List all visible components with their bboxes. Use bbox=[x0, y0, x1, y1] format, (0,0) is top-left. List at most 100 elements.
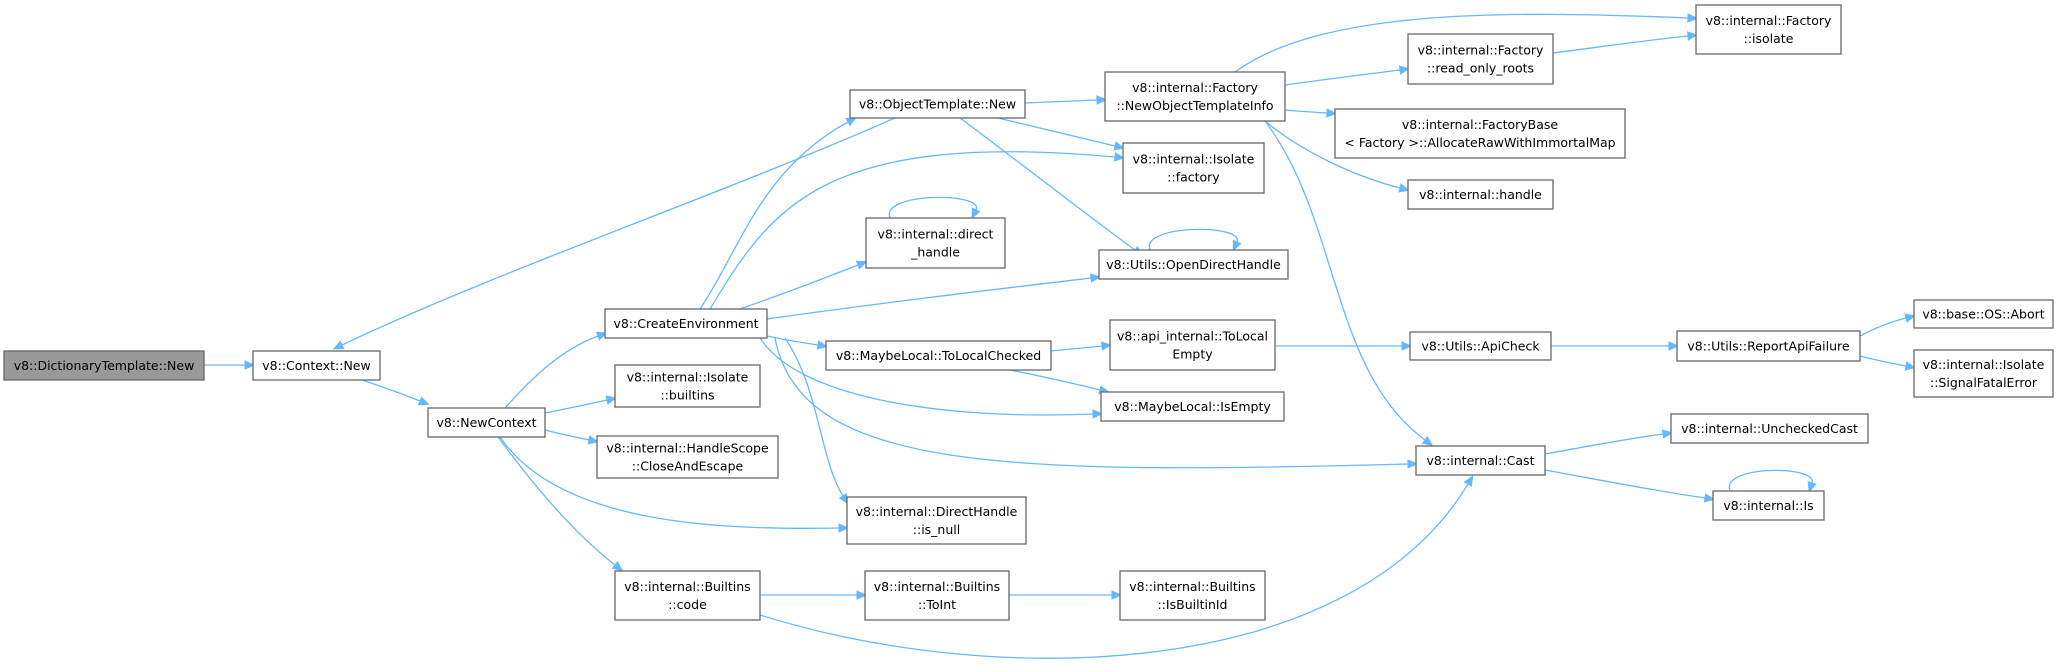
node-dictionary-template-new[interactable]: v8::DictionaryTemplate::New bbox=[3, 350, 205, 381]
node-label: v8::internal::Isolate bbox=[1923, 357, 2045, 372]
node-maybelocal-tolocalchecked[interactable]: v8::MaybeLocal::ToLocalChecked bbox=[825, 340, 1052, 371]
node-label: v8::Utils::ApiCheck bbox=[1421, 339, 1540, 354]
edge-arrowhead bbox=[417, 396, 430, 406]
edge-arrowhead bbox=[611, 560, 624, 572]
node-utils-reportapifailure[interactable]: v8::Utils::ReportApiFailure bbox=[1676, 330, 1861, 362]
edge-arrowhead bbox=[587, 435, 600, 445]
edge-dictionary-template-new-to-context-new bbox=[204, 360, 256, 370]
node-create-environment[interactable]: v8::CreateEnvironment bbox=[604, 308, 768, 339]
node-new-context[interactable]: v8::NewContext bbox=[427, 407, 546, 438]
node-box bbox=[252, 350, 381, 381]
edge-new-context-to-isolate-builtins bbox=[544, 395, 617, 414]
edge-builtins-code-to-builtins-toint bbox=[760, 590, 868, 600]
edge-line bbox=[341, 117, 896, 346]
edge-objecttemplate-new-to-factory-newobjecttemplateinfo bbox=[1024, 95, 1108, 105]
edge-arrowhead bbox=[856, 590, 868, 600]
node-factorybase-allocaterawwithimmortalmap[interactable]: v8::internal::FactoryBase< Factory >::Al… bbox=[1334, 108, 1626, 159]
edge-new-context-to-builtins-code bbox=[497, 436, 624, 572]
edge-utils-opendirecthandle-to-utils-opendirecthandle bbox=[1148, 228, 1242, 252]
edge-utils-reportapifailure-to-base-os-abort bbox=[1859, 313, 1916, 337]
node-label: v8::MaybeLocal::IsEmpty bbox=[1114, 399, 1271, 414]
node-label: ::factory bbox=[1167, 170, 1220, 185]
edge-arrowhead bbox=[845, 117, 857, 127]
edge-arrowhead bbox=[1092, 409, 1104, 419]
node-objecttemplate-new[interactable]: v8::ObjectTemplate::New bbox=[849, 89, 1026, 119]
node-label: v8::internal::UncheckedCast bbox=[1681, 421, 1858, 436]
node-internal-uncheckedcast[interactable]: v8::internal::UncheckedCast bbox=[1670, 413, 1869, 444]
node-box bbox=[1712, 490, 1825, 521]
node-utils-opendirecthandle[interactable]: v8::Utils::OpenDirectHandle bbox=[1098, 249, 1289, 280]
edge-create-environment-to-objecttemplate-new bbox=[699, 117, 857, 310]
edge-builtins-toint-to-builtins-isbuiltinid bbox=[1009, 590, 1123, 600]
node-label: Empty bbox=[1172, 347, 1213, 362]
edge-line bbox=[1728, 469, 1813, 492]
edge-arrowhead bbox=[1398, 183, 1410, 193]
edge-line bbox=[997, 117, 1116, 147]
node-box bbox=[614, 364, 761, 408]
node-label: ::IsBuiltinId bbox=[1158, 597, 1228, 612]
node-base-os-abort[interactable]: v8::base::OS::Abort bbox=[1913, 299, 2054, 329]
node-handlescope-close-escape[interactable]: v8::internal::HandleScope::CloseAndEscap… bbox=[596, 435, 779, 479]
node-box bbox=[1913, 349, 2054, 398]
edge-line bbox=[766, 335, 819, 346]
node-label: ::SignalFatalError bbox=[1930, 375, 2038, 390]
node-label: v8::internal::Factory bbox=[1132, 80, 1258, 95]
node-label: v8::internal::handle bbox=[1419, 187, 1542, 202]
edge-arrowhead bbox=[1904, 361, 1917, 371]
node-label: v8::DictionaryTemplate::New bbox=[14, 358, 195, 373]
node-factory-isolate[interactable]: v8::internal::Factory::isolate bbox=[1695, 4, 1842, 55]
node-factory-newobjecttemplateinfo[interactable]: v8::internal::Factory::NewObjectTemplate… bbox=[1104, 71, 1286, 122]
node-label: v8::internal::Isolate bbox=[1133, 152, 1255, 167]
edge-line bbox=[1264, 120, 1401, 189]
edge-arrowhead bbox=[1687, 13, 1699, 23]
node-isolate-builtins[interactable]: v8::internal::Isolate::builtins bbox=[614, 364, 761, 408]
edge-new-context-to-create-environment bbox=[504, 331, 608, 409]
edge-line bbox=[544, 429, 590, 441]
node-internal-handle[interactable]: v8::internal::handle bbox=[1407, 179, 1554, 210]
node-label: v8::api_internal::ToLocal bbox=[1117, 329, 1268, 344]
node-isolate-factory[interactable]: v8::internal::Isolate::factory bbox=[1122, 142, 1265, 194]
edge-arrowhead bbox=[816, 340, 829, 350]
node-factory-read-only-roots[interactable]: v8::internal::Factory::read_only_roots bbox=[1407, 33, 1554, 85]
node-box bbox=[3, 350, 205, 381]
edge-arrowhead bbox=[1401, 341, 1413, 351]
edge-line bbox=[504, 335, 599, 409]
node-label: v8::internal::Factory bbox=[1706, 13, 1832, 28]
edge-utils-apicheck-to-utils-reportapifailure bbox=[1551, 341, 1680, 351]
node-direct-handle[interactable]: v8::internal::direct_handle bbox=[865, 217, 1006, 269]
node-builtins-toint[interactable]: v8::internal::Builtins::ToInt bbox=[864, 570, 1010, 621]
node-isolate-signalfatalerror[interactable]: v8::internal::Isolate::SignalFatalError bbox=[1913, 349, 2054, 398]
edge-arrowhead bbox=[1687, 31, 1699, 41]
node-internal-cast[interactable]: v8::internal::Cast bbox=[1415, 445, 1546, 476]
edge-arrowhead bbox=[1807, 481, 1817, 493]
node-utils-apicheck[interactable]: v8::Utils::ApiCheck bbox=[1409, 331, 1552, 361]
node-directhandle-is-null[interactable]: v8::internal::DirectHandle::is_null bbox=[846, 496, 1027, 545]
edge-objecttemplate-new-to-context-new bbox=[332, 117, 896, 350]
edge-arrowhead bbox=[1113, 141, 1125, 151]
edge-line bbox=[1284, 109, 1328, 114]
edge-line bbox=[1284, 69, 1401, 86]
node-label: v8::ObjectTemplate::New bbox=[859, 97, 1016, 112]
node-label: v8::internal::DirectHandle bbox=[856, 504, 1018, 519]
node-box bbox=[825, 340, 1052, 371]
edge-api-internal-tolocalempty-to-utils-apicheck bbox=[1275, 341, 1413, 351]
edge-arrowhead bbox=[605, 395, 617, 405]
node-box bbox=[1098, 249, 1289, 280]
node-context-new[interactable]: v8::Context::New bbox=[252, 350, 381, 381]
edge-arrowhead bbox=[1096, 95, 1108, 105]
node-box bbox=[1109, 319, 1276, 371]
edge-create-environment-to-internal-cast bbox=[774, 337, 1419, 469]
edge-arrowhead bbox=[1100, 341, 1113, 351]
node-box bbox=[596, 435, 779, 479]
edge-arrowhead bbox=[1111, 590, 1123, 600]
node-box bbox=[614, 570, 761, 621]
edge-line bbox=[499, 436, 840, 529]
edge-line bbox=[784, 337, 844, 497]
edge-line bbox=[1024, 99, 1098, 104]
node-builtins-isbuiltinid[interactable]: v8::internal::Builtins::IsBuiltinId bbox=[1119, 570, 1266, 621]
node-internal-is[interactable]: v8::internal::Is bbox=[1712, 490, 1825, 521]
edge-arrowhead bbox=[838, 523, 850, 533]
node-builtins-code[interactable]: v8::internal::Builtins::code bbox=[614, 570, 761, 621]
node-maybelocal-isempty[interactable]: v8::MaybeLocal::IsEmpty bbox=[1100, 391, 1285, 422]
